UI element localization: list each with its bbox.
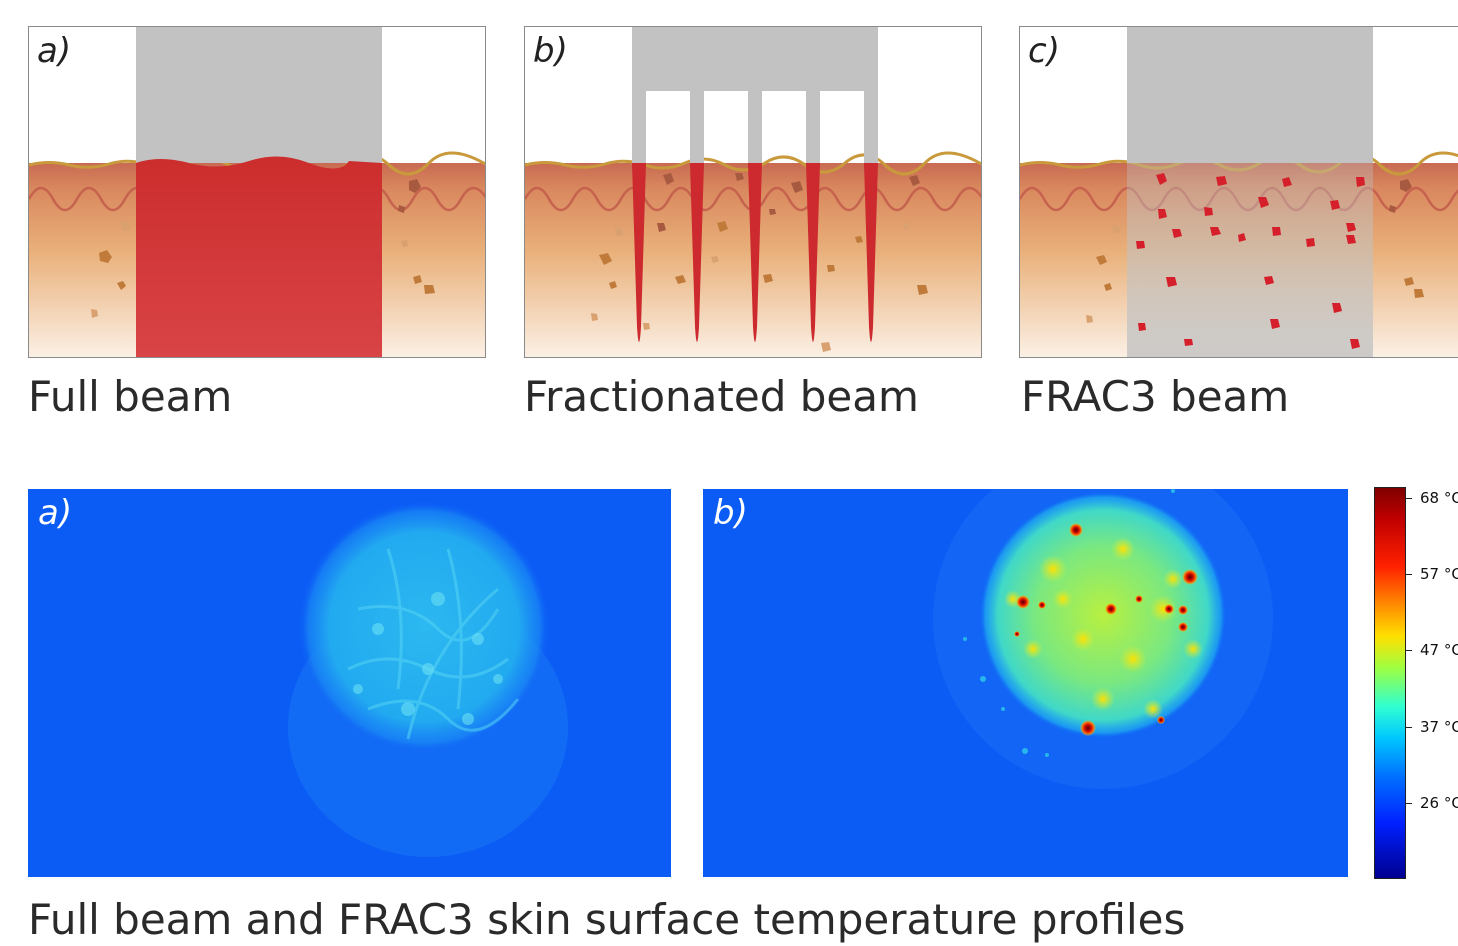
caption-frac3-beam: FRAC3 beam <box>1021 372 1290 421</box>
colorbar-tick <box>1406 650 1412 651</box>
diagram-full-beam: a) <box>28 26 486 358</box>
thermal-letter: b) <box>713 493 748 533</box>
caption-full-beam: Full beam <box>28 372 233 421</box>
colorbar-tick-label: 47 °C <box>1420 641 1458 659</box>
frac3-beam-illustration <box>1020 27 1458 357</box>
thermal-map-frac3-beam <box>703 489 1348 877</box>
fractionated-beam-illustration <box>525 27 981 357</box>
colorbar-tick-label: 57 °C <box>1420 565 1458 583</box>
diagram-frac3-beam: c) <box>1019 26 1458 358</box>
thermal-map-full-beam <box>28 489 671 877</box>
colorbar-tick <box>1406 803 1412 804</box>
thermal-letter: a) <box>38 493 73 533</box>
colorbar-tick-label: 37 °C <box>1420 718 1458 736</box>
full-beam-illustration <box>29 27 485 357</box>
caption-fractionated-beam: Fractionated beam <box>524 372 919 421</box>
colorbar-tick <box>1406 574 1412 575</box>
diagram-fractionated-beam: b) <box>524 26 982 358</box>
thermal-image-frac3-beam: b) <box>703 489 1348 877</box>
colorbar-tick-label: 68 °C <box>1420 489 1458 507</box>
panel-letter: b) <box>533 31 568 71</box>
figure-caption: Full beam and FRAC3 skin surface tempera… <box>28 895 1186 944</box>
colorbar-tick <box>1406 498 1412 499</box>
temperature-colorbar <box>1374 487 1406 879</box>
colorbar-tick-label: 26 °C <box>1420 794 1458 812</box>
panel-letter: c) <box>1028 31 1060 71</box>
panel-letter: a) <box>37 31 72 71</box>
thermal-image-full-beam: a) <box>28 489 671 877</box>
colorbar-tick <box>1406 727 1412 728</box>
